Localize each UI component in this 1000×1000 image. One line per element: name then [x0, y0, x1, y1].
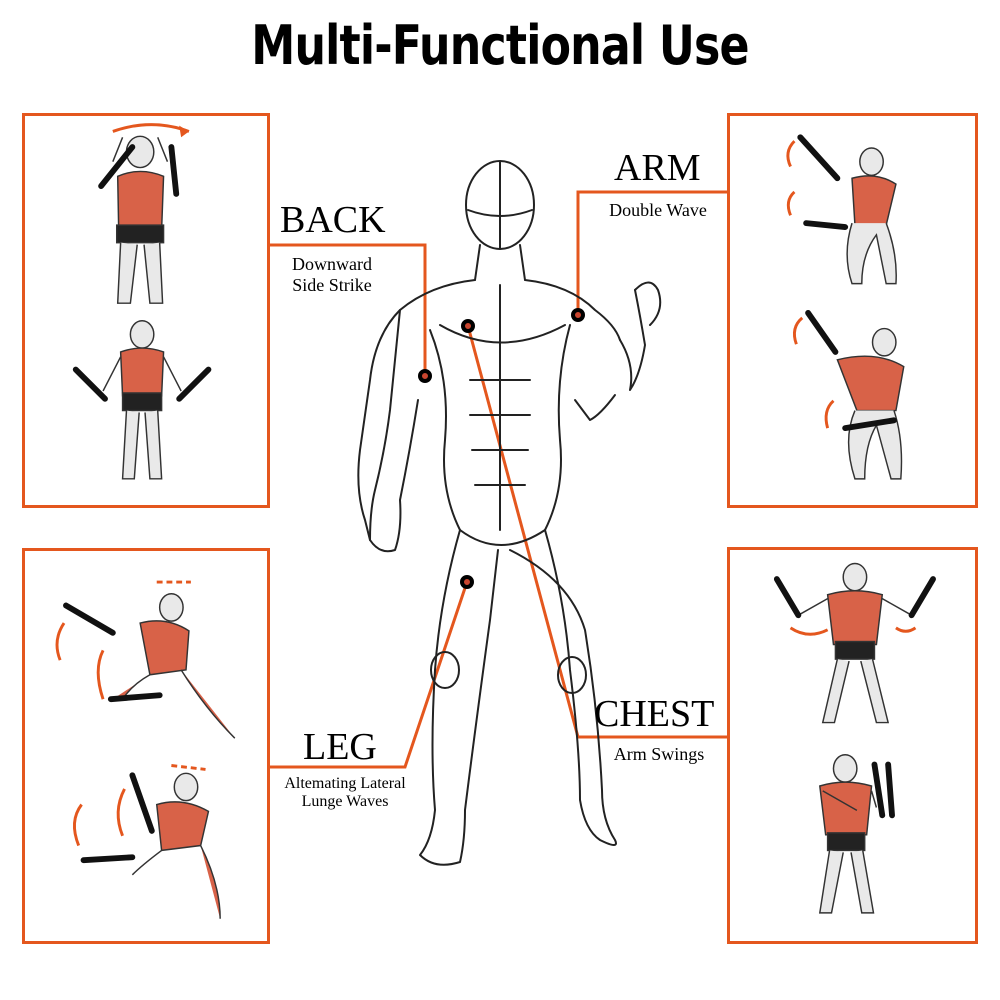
- back-exercise-illustration: [72, 123, 212, 480]
- leg-exercise-panel: [22, 548, 270, 944]
- back-caption-line2: Side Strike: [292, 275, 372, 295]
- back-caption: Downward Side Strike: [278, 254, 386, 296]
- arm-caption: Double Wave: [609, 200, 707, 220]
- leg-caption-line2: Lunge Waves: [301, 793, 389, 810]
- chest-label: CHEST: [594, 693, 715, 735]
- back-label: BACK: [280, 199, 386, 241]
- arm-exercise-panel: [727, 113, 978, 508]
- chest-exercise-panel: [727, 547, 978, 944]
- leg-caption: Altemating Lateral Lunge Waves: [270, 775, 420, 811]
- chest-caption: Arm Swings: [613, 744, 705, 764]
- page-title: Multi-Functional Use: [251, 14, 749, 77]
- anatomy-figure-illustration: [357, 160, 662, 866]
- arm-label: ARM: [614, 147, 701, 189]
- back-exercise-panel: [22, 113, 270, 508]
- back-caption-line1: Downward: [292, 254, 372, 274]
- leg-exercise-illustration: [55, 580, 236, 919]
- chest-exercise-illustration: [773, 562, 936, 914]
- leg-caption-line1: Altemating Lateral: [284, 775, 406, 792]
- arm-exercise-illustration: [786, 134, 905, 480]
- leg-label: LEG: [303, 726, 377, 768]
